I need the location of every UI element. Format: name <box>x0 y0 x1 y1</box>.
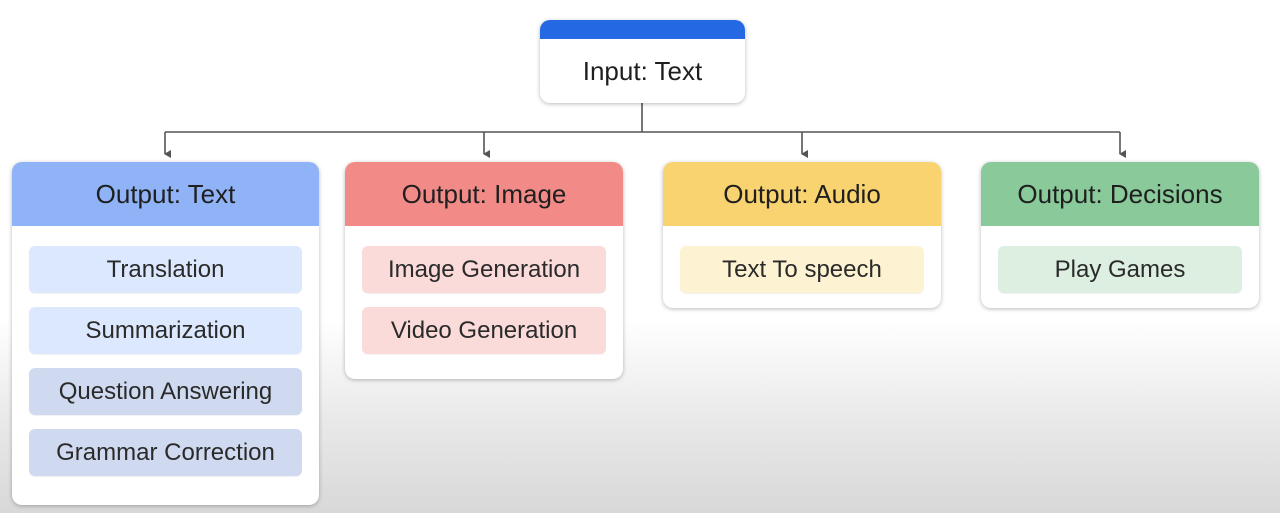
category-card-output-text: Output: Text Translation Summarization Q… <box>12 162 319 505</box>
item-text-to-speech: Text To speech <box>680 246 924 293</box>
category-card-output-image: Output: Image Image Generation Video Gen… <box>345 162 623 379</box>
item-grammar-correction: Grammar Correction <box>29 429 302 476</box>
category-header: Output: Audio <box>663 162 941 226</box>
item-video-generation: Video Generation <box>362 307 606 354</box>
category-card-output-decisions: Output: Decisions Play Games <box>981 162 1259 308</box>
item-question-answering: Question Answering <box>29 368 302 415</box>
item-play-games: Play Games <box>998 246 1242 293</box>
item-image-generation: Image Generation <box>362 246 606 293</box>
category-card-output-audio: Output: Audio Text To speech <box>663 162 941 308</box>
root-node-label: Input: Text <box>582 55 703 86</box>
category-header: Output: Decisions <box>981 162 1259 226</box>
item-summarization: Summarization <box>29 307 302 354</box>
root-accent-bar <box>540 20 745 39</box>
item-translation: Translation <box>29 246 302 293</box>
category-header: Output: Text <box>12 162 319 226</box>
category-header: Output: Image <box>345 162 623 226</box>
root-node-input-text: Input: Text <box>540 20 745 103</box>
